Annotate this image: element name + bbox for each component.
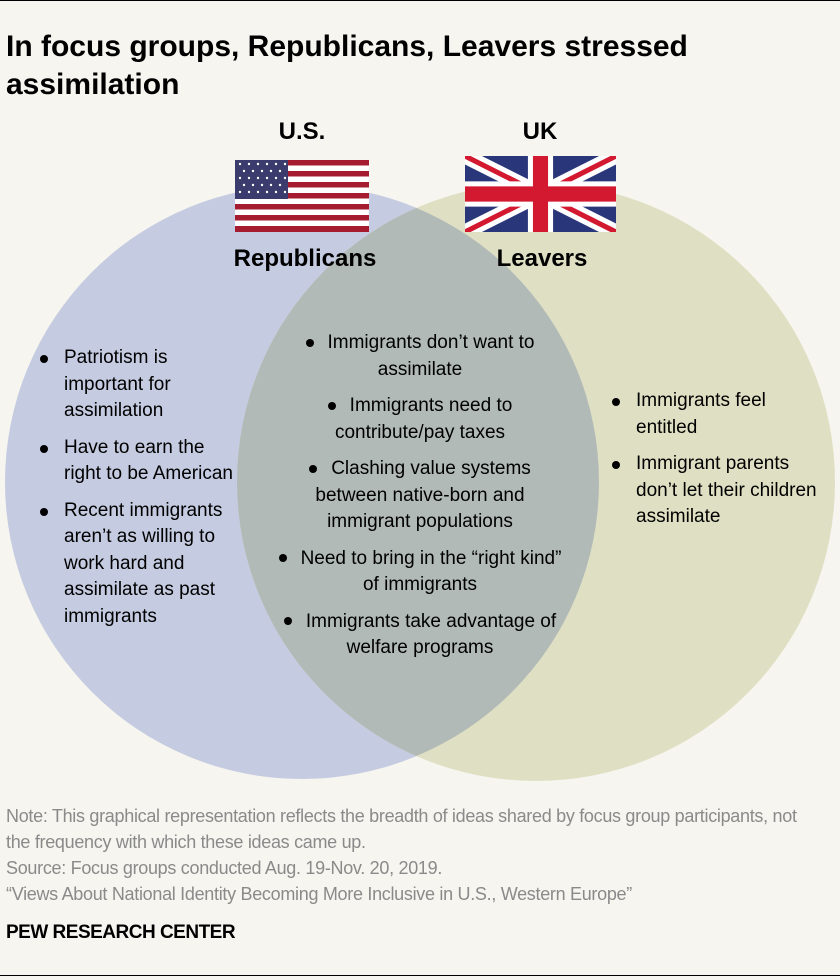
bottom-rule xyxy=(0,975,840,976)
bullet-icon xyxy=(309,464,318,473)
list-item: Need to bring in the “right kind” of imm… xyxy=(275,546,565,599)
bullet-icon xyxy=(283,617,292,626)
chart-title: In focus groups, Republicans, Leavers st… xyxy=(6,30,688,101)
list-item: Clashing value systems between native-bo… xyxy=(275,456,565,536)
list-item: Immigrants feel entitled xyxy=(608,388,823,441)
leavers-label: Leavers xyxy=(496,245,588,272)
bullet-icon xyxy=(278,554,287,563)
uk-only-list: Immigrants feel entitled Immigrant paren… xyxy=(608,388,823,541)
list-item: Immigrants don’t want to assimilate xyxy=(275,330,565,383)
list-item: Immigrants need to contribute/pay taxes xyxy=(275,393,565,446)
us-label: U.S. xyxy=(278,118,326,145)
report-title: “Views About National Identity Becoming … xyxy=(6,884,632,904)
list-item: Have to earn the right to be American xyxy=(36,435,241,488)
overlap-list: Immigrants don’t want to assimilate Immi… xyxy=(275,330,565,672)
source-text: Source: Focus groups conducted Aug. 19-N… xyxy=(6,858,443,878)
list-item: Immigrant parents don’t let their childr… xyxy=(608,451,823,531)
list-item: Patriotism is important for assimilation xyxy=(36,345,241,425)
us-flag-icon xyxy=(235,160,369,232)
us-only-list: Patriotism is important for assimilation… xyxy=(36,345,241,640)
republicans-label: Republicans xyxy=(233,245,377,272)
uk-label: UK xyxy=(522,118,558,145)
list-item: Immigrants take advantage of welfare pro… xyxy=(275,609,565,662)
bullet-icon xyxy=(327,401,336,410)
bullet-icon xyxy=(305,338,314,347)
note-text: Note: This graphical representation refl… xyxy=(6,806,797,852)
overlap-region xyxy=(237,185,599,779)
footnotes: Note: This graphical representation refl… xyxy=(6,803,806,907)
uk-flag-icon xyxy=(465,156,616,232)
top-rule xyxy=(0,0,840,1)
list-item: Recent immigrants aren’t as willing to w… xyxy=(36,498,241,631)
brand-logo-text: PEW RESEARCH CENTER xyxy=(6,922,236,943)
